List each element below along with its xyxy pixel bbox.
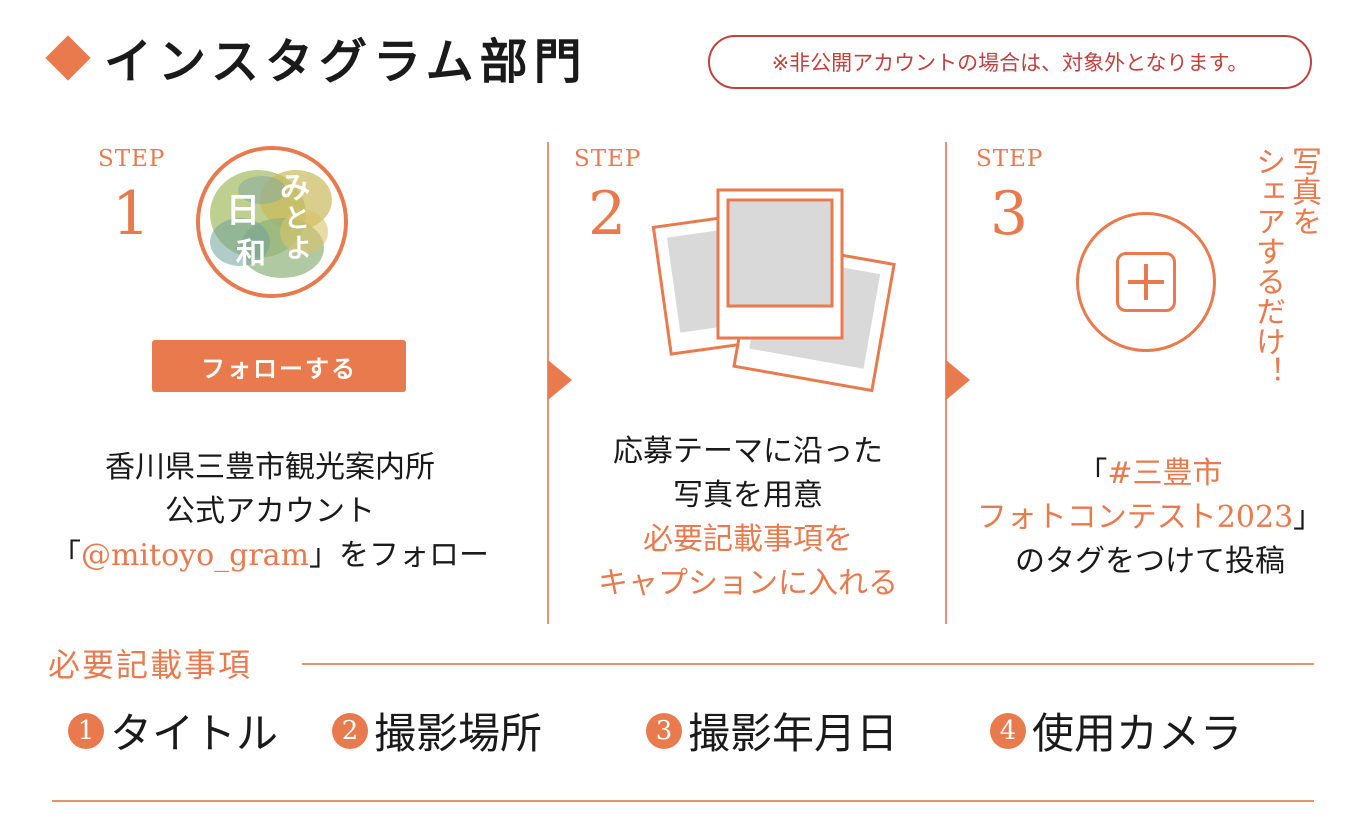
step-1-line-1: 香川県三豊市観光案内所	[105, 450, 435, 485]
step-3-description: 「#三豊市 フォトコンテスト2023」 のタグをつけて投稿	[950, 452, 1350, 584]
logo-char-wa: 和	[236, 237, 266, 272]
tag-bracket-open: 「	[1077, 456, 1108, 491]
bottom-rule	[52, 800, 1314, 802]
hashtag-line-1: #三豊市	[1107, 456, 1223, 491]
bracket-open: 「	[50, 538, 81, 573]
number-badge: 1	[68, 712, 104, 749]
logo-char-to: と	[284, 204, 311, 234]
step-1-label: STEP	[98, 146, 166, 172]
diamond-bullet-icon	[45, 35, 91, 81]
number-badge: 4	[990, 712, 1026, 749]
step-2-line-1: 応募テーマに沿った	[613, 434, 883, 469]
section-title: インスタグラム部門	[104, 34, 588, 90]
step-1-description: 香川県三豊市観光案内所 公式アカウント 「@mitoyo_gram」をフォロー	[30, 446, 510, 578]
step-2-number: 2	[588, 179, 627, 249]
step-2-line-2: 写真を用意	[673, 478, 823, 513]
required-item-label: 撮影年月日	[688, 709, 899, 758]
tag-bracket-close: 」	[1293, 500, 1324, 535]
logo-char-hi: 日	[226, 191, 260, 231]
required-item-label: タイトル	[110, 709, 279, 758]
follow-suffix: 」をフォロー	[309, 538, 490, 573]
follow-button[interactable]: フォローする	[152, 340, 406, 392]
step-1-line-2: 公式アカウント	[165, 494, 375, 529]
share-caption-line-1: 写真を	[1286, 146, 1321, 236]
step-3-label: STEP	[976, 146, 1044, 172]
step-1-number: 1	[112, 179, 151, 249]
required-item-2: 2 撮影場所	[332, 700, 542, 761]
hashtag-line-2: フォトコンテスト2023	[976, 500, 1294, 535]
number-badge: 2	[332, 712, 368, 749]
plus-icon-vertical	[1144, 264, 1148, 300]
step-arrow-2-icon	[946, 360, 970, 400]
step-2-highlight-1: 必要記載事項を	[643, 522, 853, 557]
new-post-icon	[1116, 252, 1176, 312]
instagram-post-circle	[1076, 212, 1216, 352]
photos-stack-icon	[651, 188, 896, 393]
required-item-4: 4 使用カメラ	[990, 700, 1242, 761]
step-2-highlight-2: キャプションに入れる	[598, 566, 898, 601]
step-1-line-3: 「@mitoyo_gram」をフォロー	[30, 534, 510, 578]
required-items-title: 必要記載事項	[48, 646, 253, 684]
logo-char-mi: み	[280, 171, 310, 206]
step-3-line-1: 「#三豊市	[950, 452, 1350, 496]
required-items-rule	[302, 663, 1314, 665]
required-item-label: 使用カメラ	[1032, 709, 1243, 758]
required-item-3: 3 撮影年月日	[646, 700, 898, 761]
step-3-line-2: フォトコンテスト2023」	[950, 496, 1350, 540]
step-3-number: 3	[990, 179, 1029, 249]
required-item-label: 撮影場所	[374, 709, 543, 758]
step-arrow-1-icon	[548, 360, 572, 400]
watercolor-logo-icon	[200, 150, 344, 294]
step-3-line-3: のタグをつけて投稿	[1015, 544, 1285, 579]
account-handle-link[interactable]: @mitoyo_gram	[80, 538, 310, 573]
logo-char-yo: よ	[286, 234, 313, 264]
number-badge: 3	[646, 712, 682, 749]
step-2-description: 応募テーマに沿った 写真を用意 必要記載事項を キャプションに入れる	[550, 430, 946, 606]
private-account-notice: ※非公開アカウントの場合は、対象外となります。	[708, 35, 1312, 89]
step-2-label: STEP	[574, 146, 642, 172]
share-caption-line-2: シェアするだけ！	[1250, 146, 1285, 386]
mitoyo-biyori-logo[interactable]: み と よ 日 和	[196, 146, 348, 298]
required-item-1: 1 タイトル	[68, 700, 278, 761]
